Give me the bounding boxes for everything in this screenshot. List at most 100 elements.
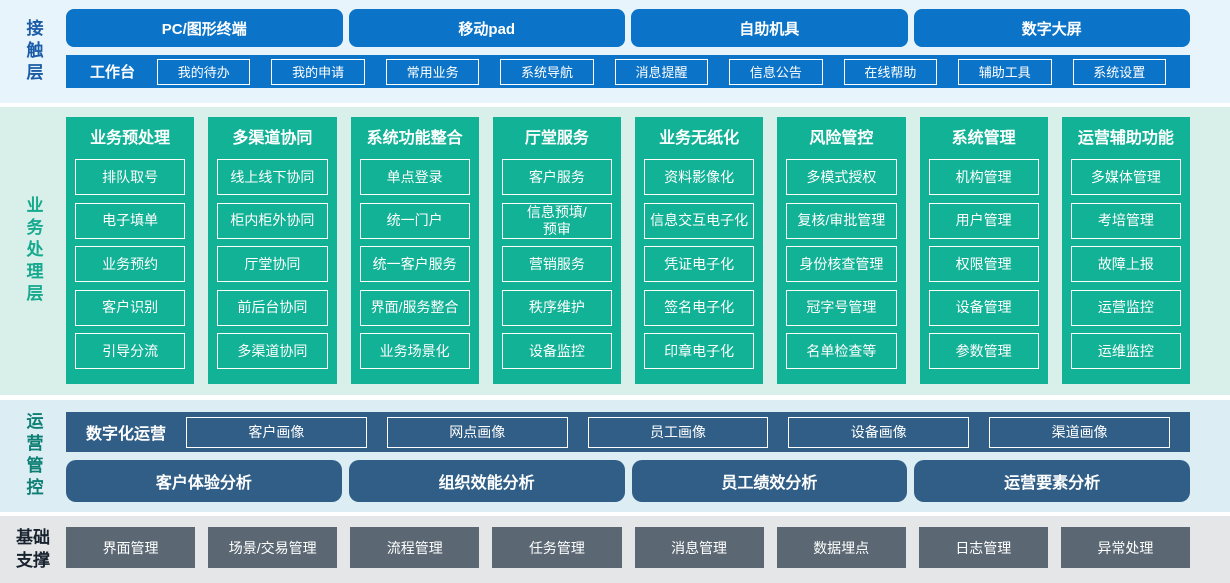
analysis-box: 员工绩效分析 <box>631 460 908 502</box>
base-function-box: 场景/交易管理 <box>208 527 338 568</box>
analysis-box: 运营要素分析 <box>914 460 1190 502</box>
business-column: 多渠道协同 线上线下协同 柜内柜外协同 厅堂协同 前后台协同 <box>208 117 337 384</box>
business-function-box: 信息交互电子化 <box>644 202 755 239</box>
business-function-box: 签名电子化 <box>644 289 755 326</box>
business-function-box: 多媒体管理 <box>1070 159 1181 195</box>
business-function-box: 印章电子化 <box>644 333 755 369</box>
business-function-box: 业务预约 <box>75 246 186 282</box>
business-columns: 业务预处理 排队取号 电子填单 业务预约 客户识别 <box>66 117 1190 384</box>
business-function-box: 名单检查等 <box>786 333 897 369</box>
analysis-box: 客户体验分析 <box>66 460 342 502</box>
business-function-box: 界面/服务整合 <box>359 289 470 326</box>
business-column-title: 系统管理 <box>951 130 1016 147</box>
business-function-box: 引导分流 <box>75 333 186 369</box>
business-function-box: 冠字号管理 <box>786 289 897 326</box>
terminal-button: 自助机具 <box>631 9 908 47</box>
business-column-items: 多模式授权 复核/审批管理 身份核查管理 冠字号管理 名单检查等 <box>786 159 897 369</box>
business-function-box: 客户识别 <box>75 289 186 326</box>
contact-layer-label-col: 接触层 <box>0 0 66 103</box>
business-layer: 业务处理层 业务预处理 排队取号 电子填单 业务预 <box>0 107 1230 395</box>
business-function-box: 客户服务 <box>501 159 612 195</box>
business-function-box: 秩序维护 <box>501 289 612 326</box>
business-function-box: 单点登录 <box>359 159 470 195</box>
business-layer-label: 业务处理层 <box>23 196 43 306</box>
business-column-title: 多渠道协同 <box>232 130 313 147</box>
base-function-box: 界面管理 <box>66 527 196 568</box>
analysis-box: 组织效能分析 <box>348 460 625 502</box>
base-function-box: 数据埋点 <box>776 527 906 568</box>
business-column-title: 厅堂服务 <box>524 130 589 147</box>
business-column: 厅堂服务 客户服务 信息预填/ 预审 营销服务 秩序维护 <box>492 117 621 384</box>
base-function-box: 消息管理 <box>634 527 764 568</box>
business-function-box: 设备管理 <box>928 289 1039 326</box>
business-column-items: 单点登录 统一门户 统一客户服务 界面/服务整合 业务场景化 <box>359 159 470 369</box>
business-column: 业务预处理 排队取号 电子填单 业务预约 客户识别 <box>66 117 195 384</box>
business-column: 运营辅助功能 多媒体管理 考培管理 故障上报 运营监控 <box>1061 117 1190 384</box>
workbench-item: 在线帮助 <box>843 58 938 85</box>
business-layer-label-col: 业务处理层 <box>0 107 66 395</box>
base-function-box: 任务管理 <box>492 527 622 568</box>
digital-ops-bar: 数字化运营 客户画像 网点画像 员工画像 设备画像 渠道画像 <box>66 412 1190 452</box>
profile-box: 员工画像 <box>587 416 769 448</box>
business-function-box: 权限管理 <box>928 246 1039 282</box>
terminal-button: 移动pad <box>348 9 625 47</box>
business-function-box: 凭证电子化 <box>644 246 755 282</box>
business-function-box: 排队取号 <box>75 159 186 195</box>
profile-items: 客户画像 网点画像 员工画像 设备画像 渠道画像 <box>186 416 1170 448</box>
business-column-items: 客户服务 信息预填/ 预审 营销服务 秩序维护 设备监控 <box>501 159 612 369</box>
base-function-box: 日志管理 <box>918 527 1048 568</box>
business-function-box: 运维监控 <box>1070 333 1181 369</box>
base-layer-label-col: 基础 支撑 <box>0 516 66 583</box>
business-function-box: 业务场景化 <box>359 333 470 369</box>
profile-box: 渠道画像 <box>989 416 1170 448</box>
business-column-items: 排队取号 电子填单 业务预约 客户识别 引导分流 <box>75 159 186 369</box>
business-function-box: 考培管理 <box>1070 202 1181 239</box>
base-function-box: 流程管理 <box>350 527 480 568</box>
business-column-title: 业务无纸化 <box>659 130 740 147</box>
business-column-items: 线上线下协同 柜内柜外协同 厅堂协同 前后台协同 多渠道协同 <box>217 159 328 369</box>
workbench-items: 我的待办 我的申请 常用业务 系统导航 消息提醒 信息公告 在线帮助 辅助工具 <box>157 58 1166 85</box>
business-function-box: 线上线下协同 <box>217 159 328 195</box>
workbench-item: 系统设置 <box>1072 58 1166 85</box>
business-column-title: 运营辅助功能 <box>1077 130 1174 147</box>
business-function-box: 身份核查管理 <box>786 246 897 282</box>
business-function-box: 柜内柜外协同 <box>217 202 328 239</box>
business-function-box: 机构管理 <box>928 159 1039 195</box>
business-column: 系统功能整合 单点登录 统一门户 统一客户服务 界面/服务整合 <box>350 117 479 384</box>
business-column: 系统管理 机构管理 用户管理 权限管理 设备管理 <box>919 117 1048 384</box>
business-function-box: 复核/审批管理 <box>786 202 897 239</box>
operations-layer: 运营管控 数字化运营 客户画像 网点画像 员工画像 设备画像 渠道画像 <box>0 400 1230 512</box>
workbench-bar: 工作台 我的待办 我的申请 常用业务 系统导航 消息提醒 信息公告 <box>66 55 1190 88</box>
business-column-items: 多媒体管理 考培管理 故障上报 运营监控 运维监控 <box>1070 159 1181 369</box>
analysis-row: 客户体验分析 组织效能分析 员工绩效分析 运营要素分析 <box>66 460 1190 502</box>
business-column-items: 资料影像化 信息交互电子化 凭证电子化 签名电子化 印章电子化 <box>644 159 755 369</box>
business-function-box: 参数管理 <box>928 333 1039 369</box>
business-function-box: 营销服务 <box>501 246 612 282</box>
business-column-items: 机构管理 用户管理 权限管理 设备管理 参数管理 <box>928 159 1039 369</box>
business-function-box: 运营监控 <box>1070 289 1181 326</box>
workbench-item: 辅助工具 <box>958 58 1052 85</box>
business-column-title: 业务预处理 <box>90 130 171 147</box>
workbench-item: 我的待办 <box>157 58 251 85</box>
base-items-row: 界面管理 场景/交易管理 流程管理 任务管理 消息管理 数据埋点 日志管理 异常… <box>66 527 1190 568</box>
base-function-box: 异常处理 <box>1060 527 1190 568</box>
workbench-item: 消息提醒 <box>614 58 709 85</box>
business-function-box: 用户管理 <box>928 202 1039 239</box>
terminal-row: PC/图形终端 移动pad 自助机具 数字大屏 <box>66 9 1190 47</box>
business-function-box: 厅堂协同 <box>217 246 328 282</box>
profile-box: 网点画像 <box>386 416 568 448</box>
business-function-box: 信息预填/ 预审 <box>501 202 612 239</box>
contact-layer-label: 接触层 <box>23 18 43 85</box>
business-column-title: 风险管控 <box>809 130 874 147</box>
business-column: 风险管控 多模式授权 复核/审批管理 身份核查管理 冠字号管理 <box>777 117 906 384</box>
base-layer-label: 基础 支撑 <box>16 527 50 570</box>
business-function-box: 故障上报 <box>1070 246 1181 282</box>
profile-box: 客户画像 <box>186 416 367 448</box>
business-column-title: 系统功能整合 <box>366 130 463 147</box>
business-function-box: 设备监控 <box>501 333 612 369</box>
business-column: 业务无纸化 资料影像化 信息交互电子化 凭证电子化 签名电子化 <box>635 117 764 384</box>
operations-layer-label: 运营管控 <box>23 412 43 500</box>
business-function-box: 资料影像化 <box>644 159 755 195</box>
digital-ops-label: 数字化运营 <box>86 426 167 443</box>
business-function-box: 电子填单 <box>75 202 186 239</box>
